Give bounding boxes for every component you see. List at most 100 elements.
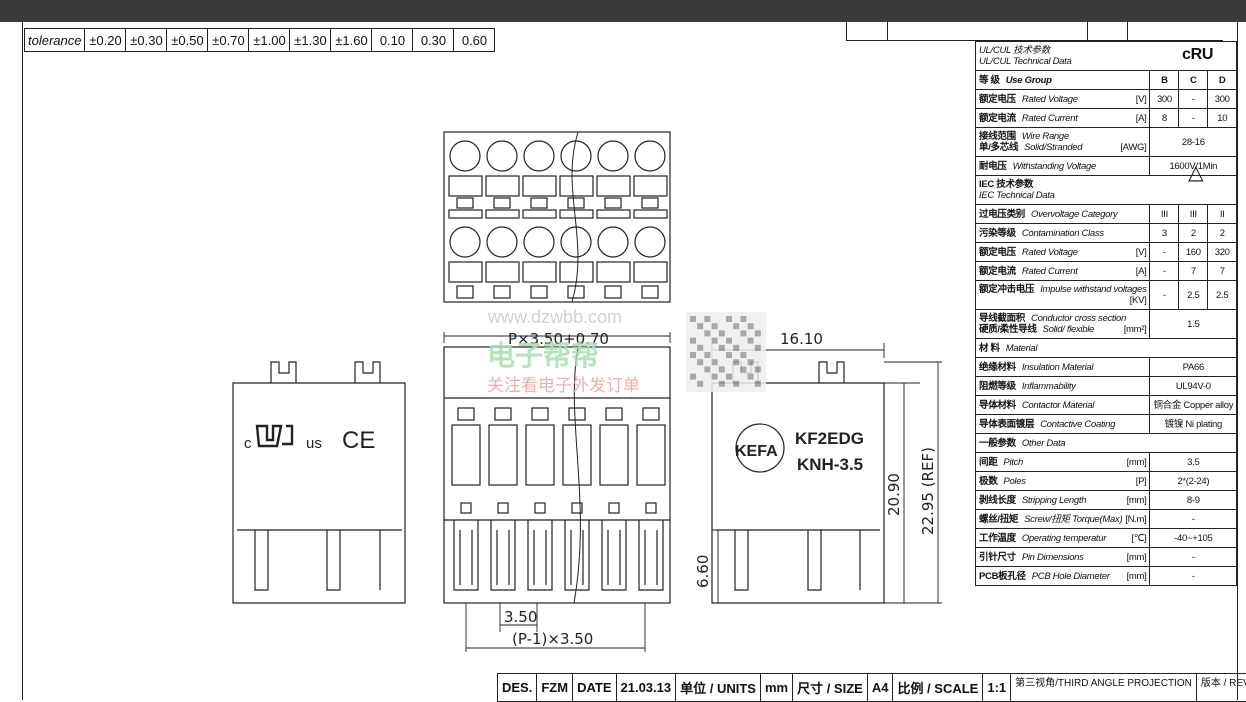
right-side-view (711, 361, 885, 604)
spec-text: - (1162, 265, 1166, 277)
spec-cell: UL94V-0 (1149, 376, 1238, 396)
spec-cell: - (1178, 108, 1209, 128)
wire-entry-hole (634, 226, 666, 258)
pin-lead (607, 530, 621, 585)
spec-cell: 320 (1207, 242, 1238, 262)
separator-slot (485, 209, 520, 219)
qr-cell (747, 359, 754, 366)
break-line (573, 346, 581, 604)
spec-text: Rated Current (1021, 112, 1078, 124)
spec-text: 2.5 (1187, 289, 1200, 301)
qr-cell (733, 323, 740, 330)
spec-cell: III (1178, 204, 1209, 224)
spec-text: [mm²] (1123, 324, 1147, 335)
qr-cell (697, 323, 704, 330)
qr-cell (754, 380, 761, 387)
pin-body (638, 520, 664, 591)
qr-cell (754, 330, 761, 337)
scale-label: 比例 / SCALE (892, 673, 984, 702)
contact-window (636, 424, 666, 486)
spec-cell: 300 (1207, 89, 1238, 109)
spec-text: Inflammability (1021, 380, 1076, 392)
qr-cell (697, 359, 704, 366)
tolerance-table: tolerance ±0.20±0.30±0.50±0.70±1.00±1.30… (23, 28, 496, 52)
spec-text: III (1160, 208, 1168, 220)
qr-cell (733, 359, 740, 366)
pin-lead (570, 530, 584, 585)
spec-text: - (1191, 93, 1195, 105)
qr-cell (733, 344, 740, 351)
spec-text: 导体材料 (979, 399, 1016, 411)
qr-cell (740, 352, 747, 358)
ul-c-mark: c (244, 435, 252, 452)
wire-entry-hole (597, 140, 629, 172)
spec-cell: 2*(2-24) (1149, 471, 1238, 491)
spec-text: 额定电流 (979, 265, 1016, 277)
spec-text: 额定冲击电压 (979, 284, 1035, 295)
ce-mark: CE (342, 427, 375, 454)
use-group-d: D (1207, 70, 1238, 90)
window-title-bar (0, 0, 1246, 22)
spec-text: Conductor cross section (1031, 313, 1127, 324)
spec-text: 320 (1214, 246, 1230, 258)
spec-text: IEC Technical Data (979, 190, 1055, 201)
latch-tab (567, 285, 585, 299)
separator-slot (633, 209, 668, 219)
spec-text: 7 (1219, 265, 1225, 277)
spec-text: [AWG] (1120, 142, 1147, 153)
qr-cell (726, 352, 732, 358)
use-group-en: Use Group (1005, 74, 1052, 86)
spec-text: Operating temperatur (1021, 532, 1107, 544)
drawing-sheet (22, 22, 1238, 700)
contact-window (451, 424, 481, 486)
spec-text: Poles (1003, 475, 1026, 487)
spec-cell: III (1149, 204, 1180, 224)
spec-cell: 3.5 (1149, 452, 1238, 472)
pin-hole (534, 502, 546, 514)
des-label: DES. (496, 673, 538, 702)
qr-cell (733, 380, 740, 387)
contact-window (488, 424, 518, 486)
latch-tab (641, 197, 659, 209)
front-slot (642, 407, 660, 421)
contact-window (525, 424, 555, 486)
spec-text: [mm] (1126, 494, 1147, 506)
front-slot (457, 407, 475, 421)
wire-entry-hole (560, 140, 592, 172)
spec-text: [N.m] (1125, 513, 1147, 525)
spec-text: 8 (1161, 112, 1167, 124)
ul-section-cn: UL/CUL 技术参数 (979, 45, 1050, 56)
spec-table: UL/CUL 技术参数 UL/CUL Technical Data ᴄRU 等 … (974, 41, 1238, 586)
tolerance-value: 0.60 (453, 28, 496, 52)
spec-text: Solid/ flexible (1042, 324, 1095, 335)
spec-text: Contamination Class (1021, 227, 1104, 239)
qr-cell (704, 366, 711, 373)
front-slot (531, 407, 549, 421)
ul-us-mark: us (306, 435, 322, 452)
qr-cell (747, 337, 754, 344)
release-button (633, 261, 668, 283)
spec-cell: - (1178, 89, 1209, 109)
wire-entry-hole (486, 226, 518, 258)
spec-text: Rated Voltage (1021, 93, 1078, 105)
spec-text: Withstanding Voltage (1012, 160, 1097, 172)
spec-text: [℃] (1131, 532, 1147, 544)
contact-window (562, 424, 592, 486)
size-label: 尺寸 / SIZE (792, 673, 868, 702)
qr-cell (754, 344, 761, 351)
latch-tab (493, 285, 511, 299)
qr-cell (718, 330, 725, 337)
